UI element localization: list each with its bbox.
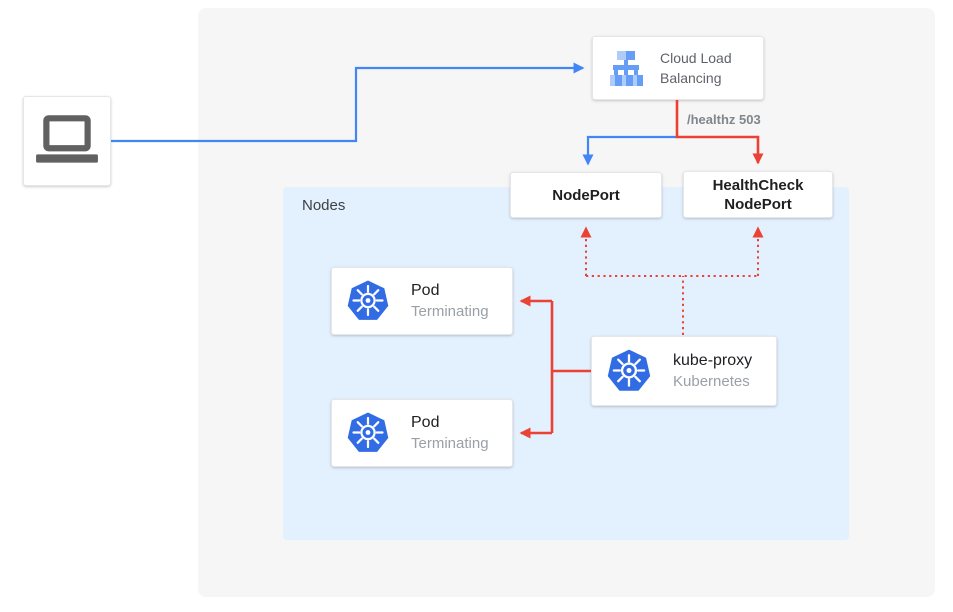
pod-title: Pod [411,414,440,431]
kubernetes-icon [607,349,651,391]
healthz-status-label: /healthz 503 [687,112,761,127]
kubernetes-icon [347,412,389,452]
pod-title: Pod [411,282,440,299]
nodeport-label: NodePort [552,186,620,204]
pod-terminating-node-1: Pod Terminating [331,267,513,335]
client-device-node [23,96,111,186]
kube-proxy-title: kube-proxy [673,352,753,369]
laptop-icon [36,115,98,163]
cloud-load-balancing-label: Cloud Load Balancing [660,50,732,86]
cloud-load-balancing-icon [610,51,643,86]
kubernetes-icon [347,280,389,320]
pod-status: Terminating [411,435,489,452]
kube-proxy-subtitle: Kubernetes [673,373,750,390]
kube-proxy-node: kube-proxy Kubernetes [591,336,777,406]
pod-status: Terminating [411,303,489,320]
pod-terminating-node-2: Pod Terminating [331,399,513,467]
healthcheck-nodeport-node: HealthCheck NodePort [683,171,833,218]
nodes-label: Nodes [302,197,346,214]
cloud-load-balancing-node: Cloud Load Balancing [592,36,764,100]
nodeport-node: NodePort [510,172,662,218]
healthcheck-nodeport-label: HealthCheck NodePort [712,176,804,213]
